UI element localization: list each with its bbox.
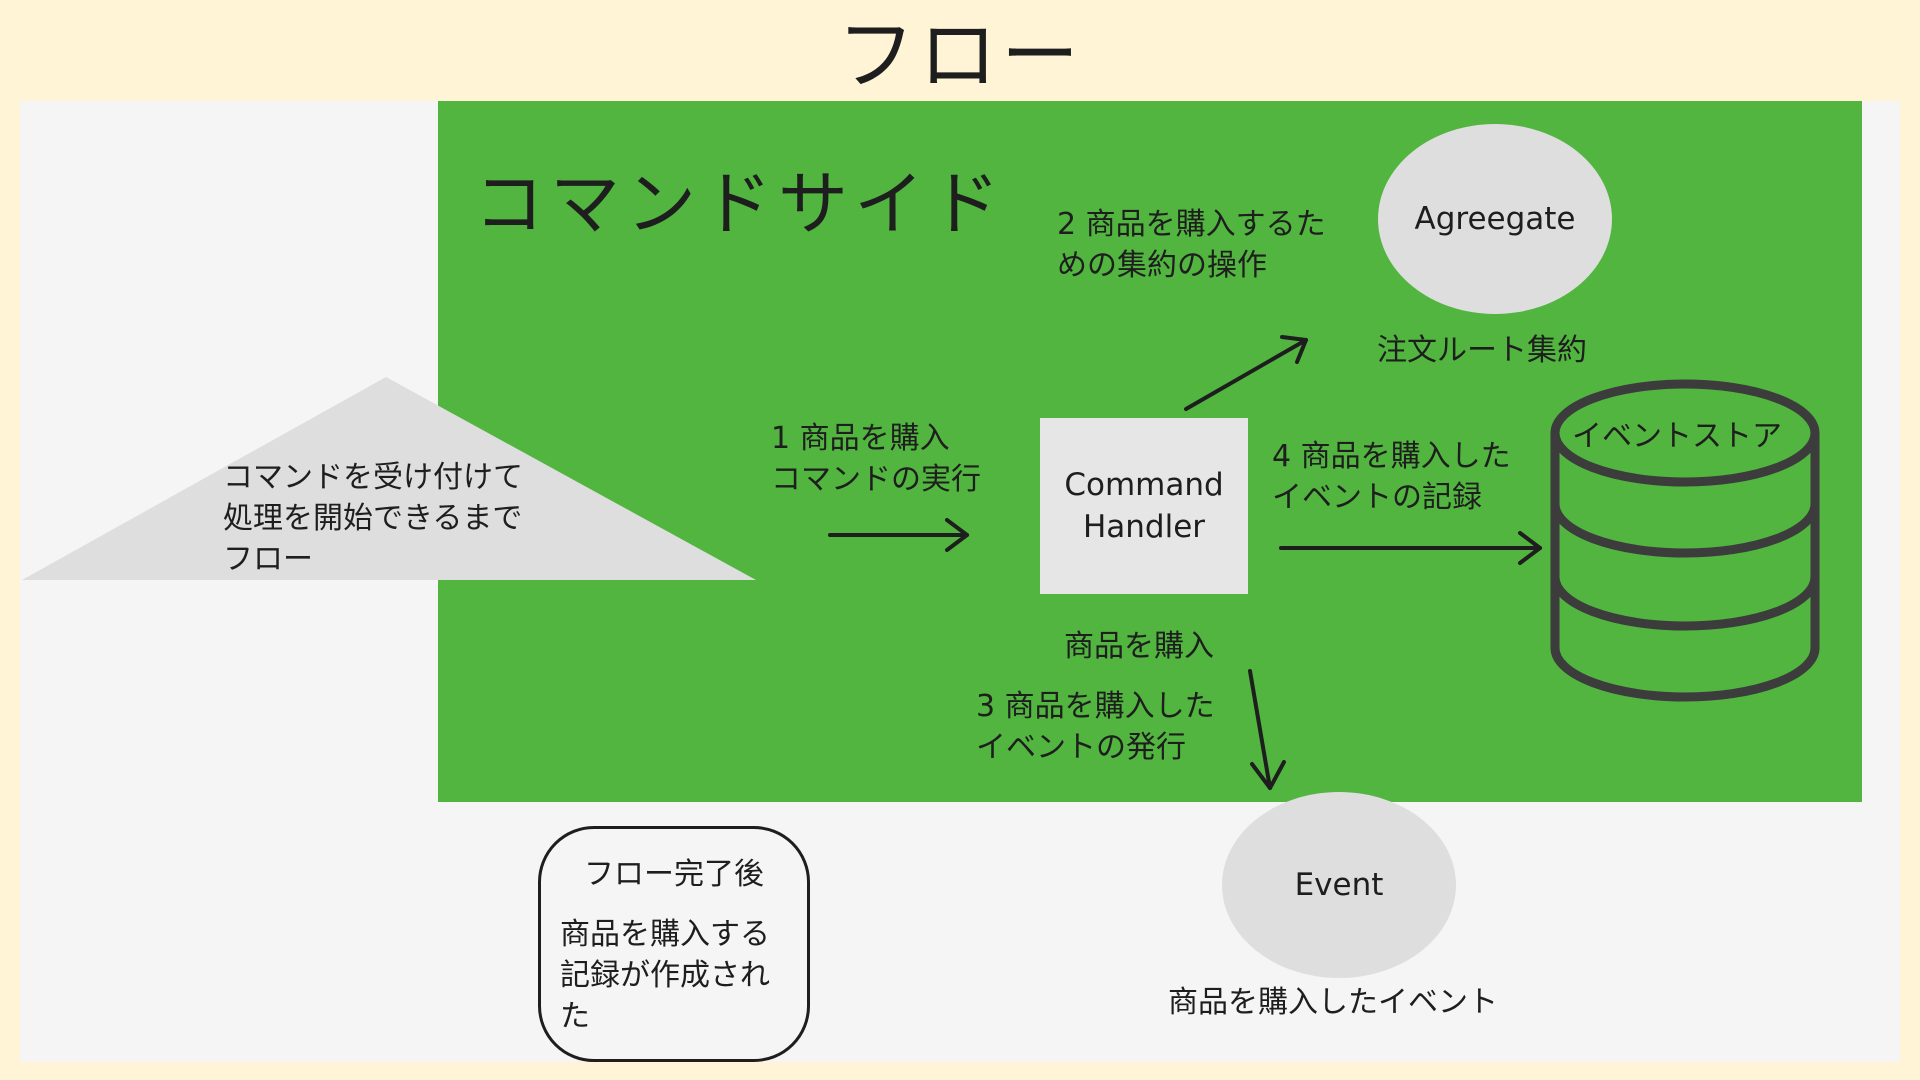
- aggregate-label: Agreegate: [1414, 201, 1576, 237]
- page-title: フロー: [836, 11, 1083, 101]
- step4-label: 4 商品を購入した イベントの記録: [1272, 439, 1511, 515]
- completion-body: 商品を購入する 記録が作成され た: [560, 917, 770, 1034]
- completion-box[interactable]: [538, 826, 810, 1062]
- arrow-step1[interactable]: [828, 518, 969, 552]
- step3-label: 3 商品を購入した イベントの発行: [976, 689, 1215, 765]
- step1-label: 1 商品を購入 コマンドの実行: [771, 421, 981, 497]
- event-node[interactable]: Event: [1222, 792, 1456, 978]
- arrow-step3[interactable]: [1248, 669, 1286, 790]
- arrow-step2[interactable]: [1184, 335, 1308, 411]
- event-label: Event: [1294, 867, 1384, 903]
- event-store-label: イベントストア: [1572, 419, 1782, 454]
- aggregate-caption: 注文ルート集約: [1377, 333, 1587, 368]
- event-store-cylinder-icon[interactable]: [1550, 379, 1820, 702]
- command-handler-node[interactable]: Command Handler: [1040, 418, 1248, 594]
- step2-label: 2 商品を購入するた めの集約の操作: [1057, 207, 1326, 283]
- scope-note-label: コマンドを受け付けて 処理を開始できるまで フロー: [223, 460, 523, 577]
- arrow-step4[interactable]: [1279, 531, 1542, 565]
- command-side-title: コマンドサイド: [474, 163, 1006, 245]
- completion-title: フロー完了後: [584, 857, 764, 892]
- event-caption: 商品を購入したイベント: [1168, 985, 1498, 1020]
- scope-triangle-shape[interactable]: [22, 377, 756, 580]
- step3-command-label: 商品を購入: [1064, 629, 1214, 664]
- aggregate-node[interactable]: Agreegate: [1378, 124, 1612, 314]
